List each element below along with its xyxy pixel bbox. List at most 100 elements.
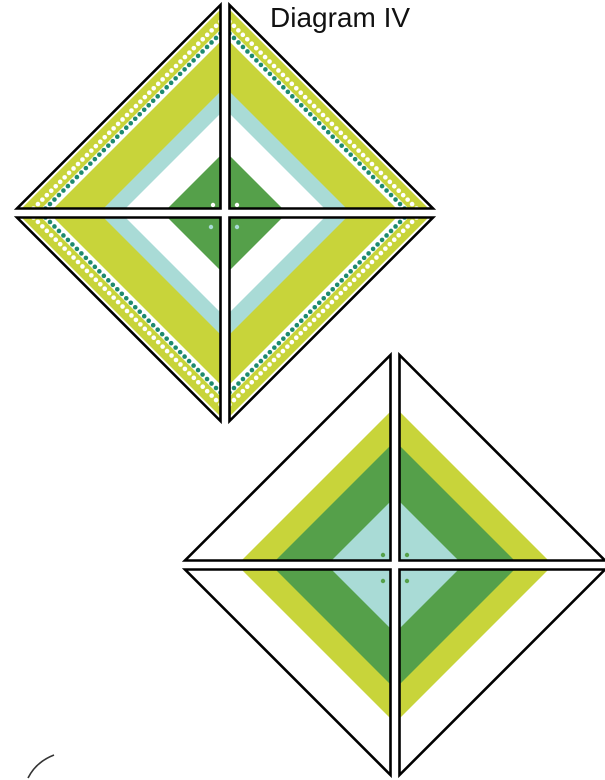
dot: [115, 287, 120, 292]
dot: [339, 143, 344, 148]
ring-lime: [237, 407, 553, 723]
dot: [62, 246, 67, 251]
dot: [419, 211, 424, 216]
dot: [362, 166, 367, 171]
center-dot: [405, 579, 409, 583]
dot: [254, 46, 259, 51]
dot: [295, 323, 300, 328]
dot: [268, 72, 273, 77]
dot: [236, 40, 241, 45]
dot: [97, 269, 102, 274]
center-dot: [381, 579, 385, 583]
dot: [263, 367, 268, 372]
dot: [357, 161, 362, 166]
dot: [223, 407, 228, 412]
dot: [267, 362, 272, 367]
dot: [330, 122, 335, 127]
center-dot: [381, 553, 385, 557]
dot: [380, 238, 385, 243]
dot: [187, 63, 192, 68]
dot: [321, 309, 326, 314]
dot: [205, 45, 210, 50]
dot: [232, 386, 237, 391]
dot: [254, 376, 259, 381]
dot: [116, 122, 121, 127]
dot: [66, 184, 71, 189]
dot: [383, 246, 388, 251]
dot: [169, 81, 174, 86]
dot: [259, 63, 264, 68]
dot: [70, 179, 75, 184]
dot: [396, 233, 401, 238]
dot: [75, 175, 80, 180]
dot: [85, 153, 90, 158]
dot: [124, 125, 129, 130]
ring-white: [37, 25, 413, 401]
dot: [353, 265, 358, 270]
dot: [272, 76, 277, 81]
dot: [326, 291, 331, 296]
dot: [205, 33, 210, 38]
dot: [401, 229, 406, 234]
dot: [407, 211, 412, 216]
dot: [236, 393, 241, 398]
dot: [398, 220, 403, 225]
dot: [58, 180, 63, 185]
dot: [62, 175, 67, 180]
dot: [160, 90, 165, 95]
dot: [245, 37, 250, 42]
dot: [125, 113, 130, 118]
dot: [343, 135, 348, 140]
dot: [344, 148, 349, 153]
dot: [120, 117, 125, 122]
dot: [84, 166, 89, 171]
dot: [102, 135, 107, 140]
dot: [361, 269, 366, 274]
dot: [241, 33, 246, 38]
dot: [258, 50, 263, 55]
dot: [366, 251, 371, 256]
dot: [294, 86, 299, 91]
dot: [48, 202, 53, 207]
dot: [370, 260, 375, 265]
dot: [80, 157, 85, 162]
dot: [88, 260, 93, 265]
dot: [276, 68, 281, 73]
dot: [383, 175, 388, 180]
dot: [249, 380, 254, 385]
dot: [334, 126, 339, 131]
dot: [48, 220, 53, 225]
dot: [330, 134, 335, 139]
dot: [307, 99, 312, 104]
dot: [236, 381, 241, 386]
dot: [183, 55, 188, 60]
dot: [174, 358, 179, 363]
dot: [223, 395, 228, 400]
dot: [106, 143, 111, 148]
dot: [45, 229, 50, 234]
dot: [410, 202, 415, 207]
dot: [223, 27, 228, 32]
dot: [151, 99, 156, 104]
dot: [119, 130, 124, 135]
dot: [281, 349, 286, 354]
dot: [61, 233, 66, 238]
dot: [398, 202, 403, 207]
dot: [316, 313, 321, 318]
lower-block: [185, 355, 605, 775]
dot: [79, 170, 84, 175]
dot: [147, 90, 152, 95]
dot: [245, 384, 250, 389]
dot: [151, 86, 156, 91]
dot: [375, 179, 380, 184]
dot: [321, 113, 326, 118]
dot: [348, 269, 353, 274]
dot: [335, 139, 340, 144]
dot: [209, 393, 214, 398]
dot: [389, 193, 394, 198]
dot: [119, 291, 124, 296]
dot: [290, 327, 295, 332]
dot: [169, 341, 174, 346]
dot: [312, 116, 317, 121]
dot: [200, 37, 205, 42]
